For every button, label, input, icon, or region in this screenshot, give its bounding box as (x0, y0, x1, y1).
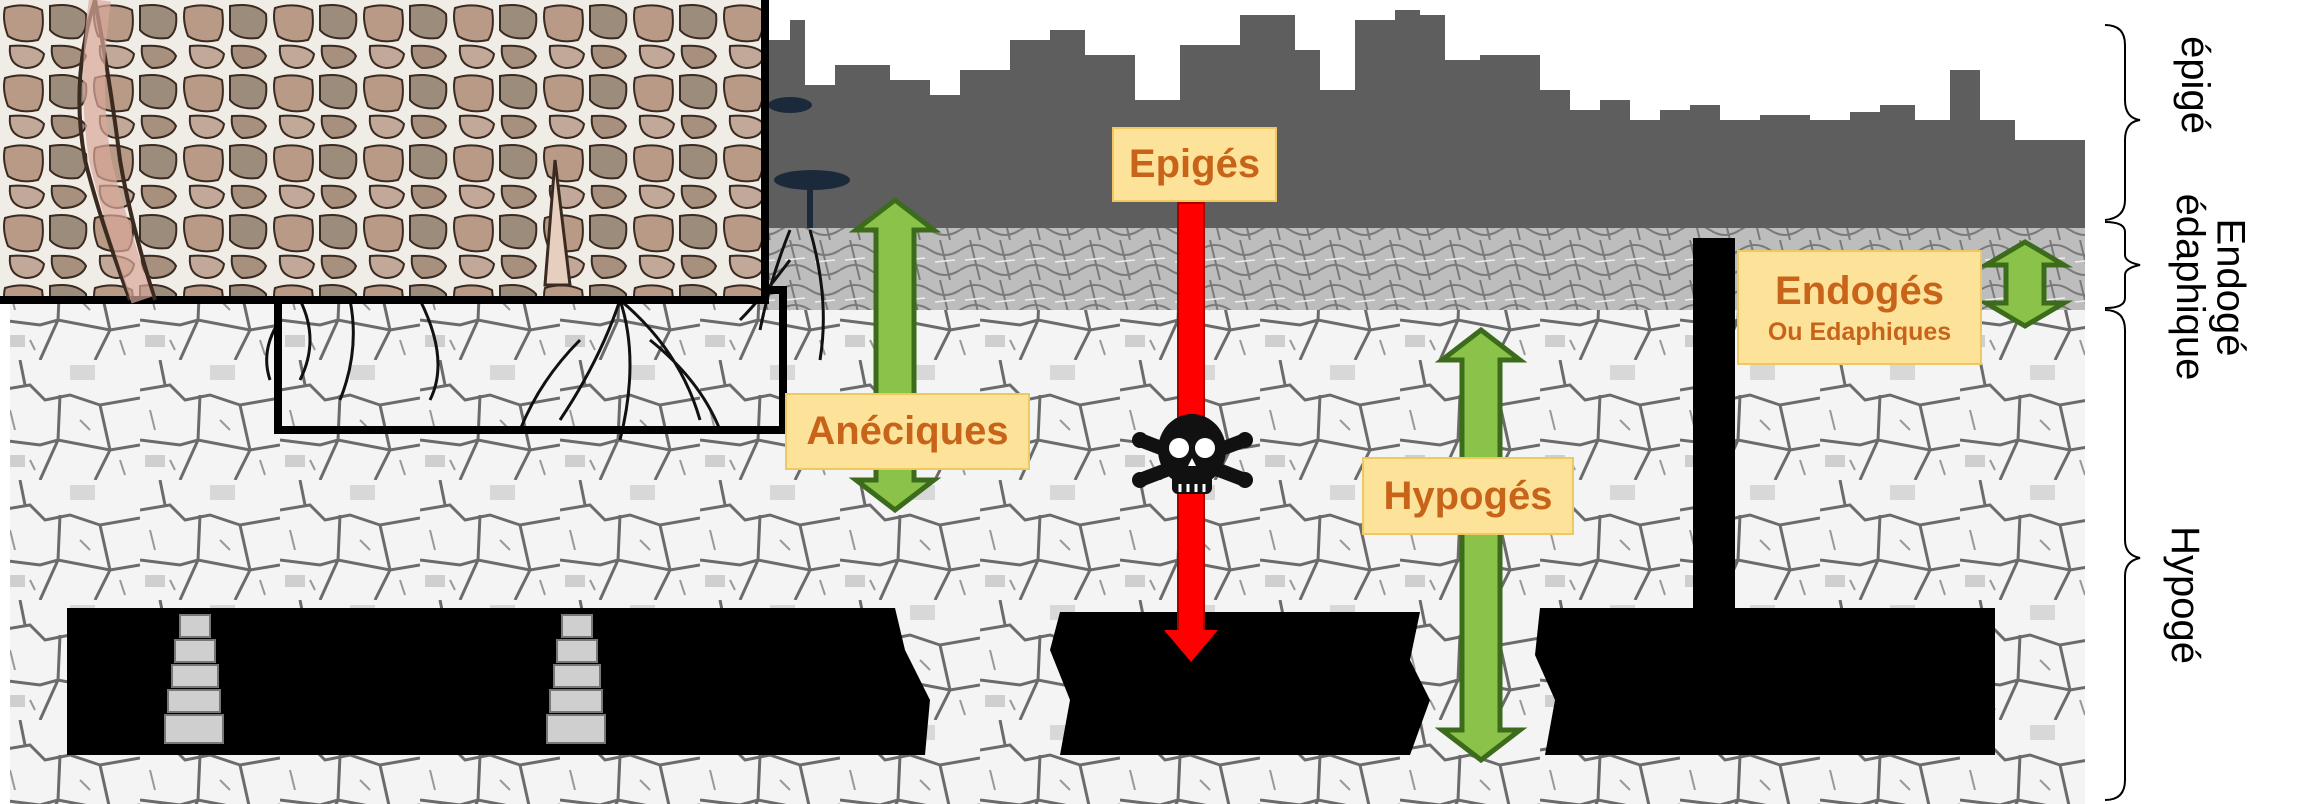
endoges-sub-label-text: Ou Edaphiques (1768, 318, 1951, 347)
epige-zone-label: épigé (2165, 25, 2225, 145)
epiges-label-text: Epigés (1129, 142, 1260, 187)
endoges-label: Endogés Ou Edaphiques (1737, 250, 1982, 365)
hypoges-label-text: Hypogés (1384, 474, 1553, 519)
endoge-zone-label: Endogé (2208, 188, 2253, 388)
edaphique-brace (2105, 222, 2140, 308)
city-skyline (760, 10, 2085, 228)
epiges-label: Epigés (1112, 127, 1277, 202)
edaphique-zone-label: édaphique (2166, 182, 2214, 392)
aneciques-label: Anéciques (785, 393, 1030, 470)
epige-brace (2105, 25, 2140, 220)
hypoge-zone-label: Hypogé (2160, 515, 2210, 675)
hypoge-brace (2105, 310, 2140, 800)
aneciques-label-text: Anéciques (806, 409, 1008, 454)
endoges-label-text: Endogés (1775, 269, 1944, 314)
soil-inset-illustration (0, 0, 765, 300)
cave-shaft (1693, 238, 1735, 618)
zone-braces (2105, 25, 2140, 800)
hypoges-label: Hypogés (1362, 457, 1574, 535)
